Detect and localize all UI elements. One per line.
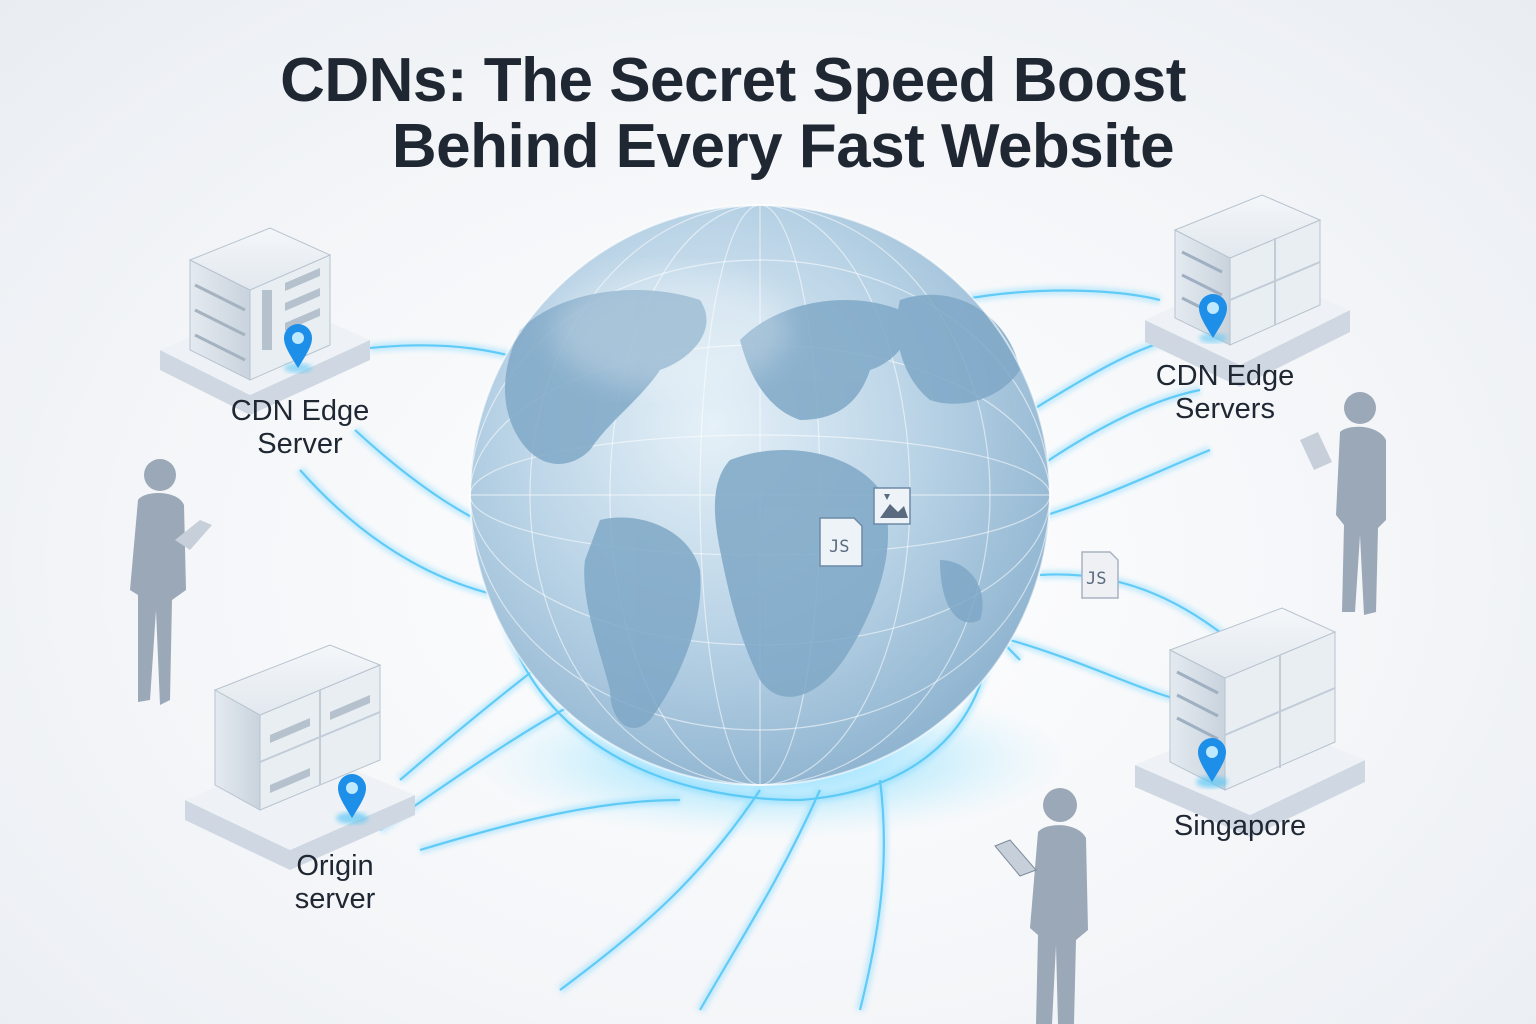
- person-icon: [130, 459, 212, 705]
- person-icon-bottom: [994, 788, 1088, 1024]
- globe-icon: [469, 204, 1051, 786]
- person-icon-right: [1300, 392, 1386, 615]
- title-line-2: Behind Every Fast Website: [391, 112, 1175, 181]
- js-file-label-floating: JS: [1086, 569, 1106, 589]
- image-file-icon: [873, 487, 911, 525]
- location-pin-icon-singapore: [1196, 738, 1228, 788]
- label-origin-server: Origin server: [294, 850, 376, 915]
- js-file-label: JS: [829, 537, 849, 557]
- server-rack-icon-singapore: [1135, 607, 1365, 837]
- js-file-icon-floating: JS: [1081, 551, 1119, 599]
- location-pin-icon: [284, 324, 312, 373]
- label-singapore: Singapore: [1173, 810, 1307, 842]
- label-cdn-edge-servers: CDN Edge Servers: [1155, 360, 1295, 425]
- label-cdn-edge-server: CDN Edge Server: [230, 395, 370, 460]
- page-title: CDNs: The Secret Speed Boost Behind Ever…: [0, 48, 1536, 180]
- server-rack-icon-right-top: [1145, 194, 1350, 387]
- server-rack-icon: [160, 227, 370, 415]
- location-pin-icon-right-top: [1199, 294, 1227, 343]
- server-rack-icon-origin: [185, 644, 415, 870]
- title-line-1: CDNs: The Secret Speed Boost: [280, 46, 1186, 115]
- location-pin-icon-origin: [336, 774, 368, 824]
- js-file-icon: JS: [819, 517, 863, 567]
